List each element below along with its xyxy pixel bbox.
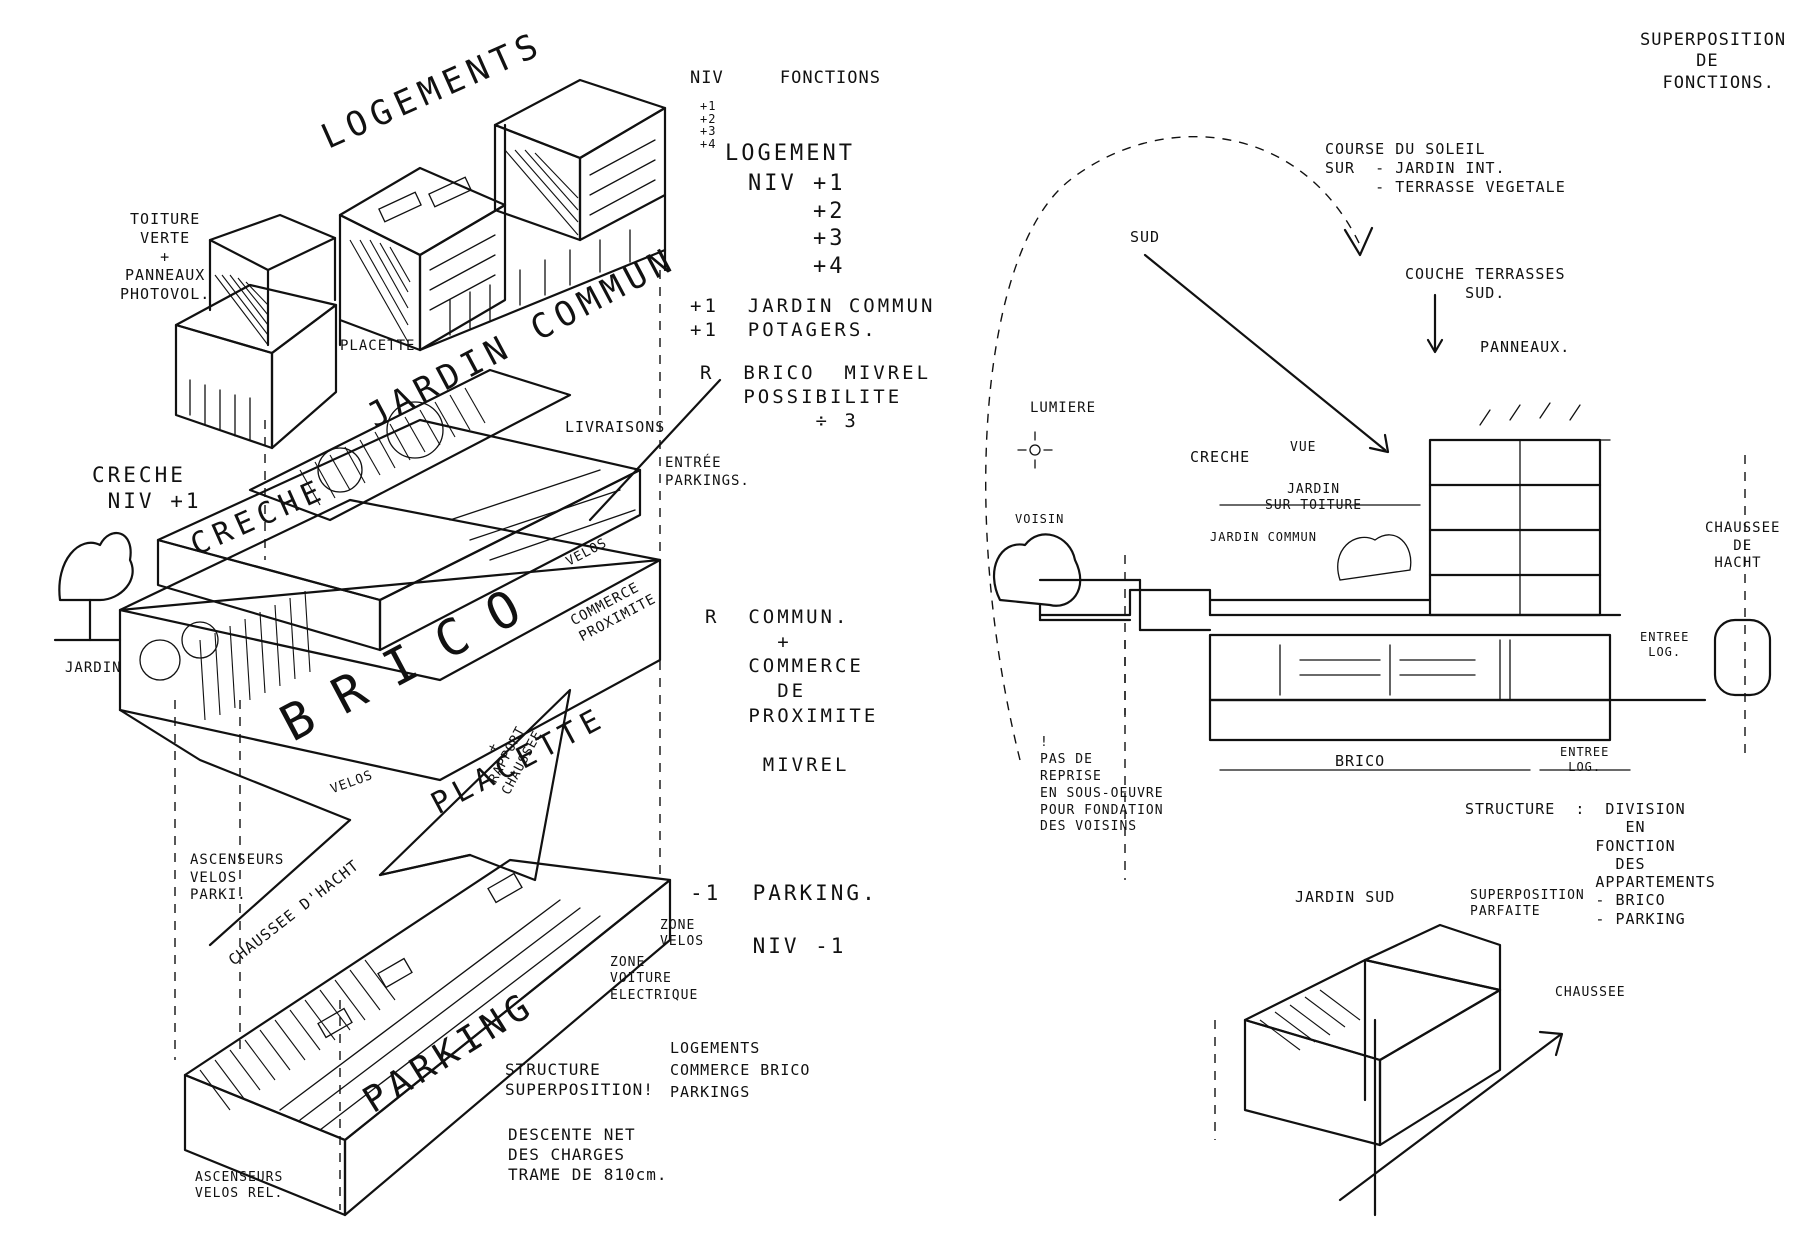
- entree-log-dimension-label: ENTREE LOG.: [1560, 745, 1610, 774]
- chaussee-hacht-line: [208, 818, 352, 947]
- jardin-left-label: JARDIN: [65, 660, 122, 676]
- toiture-verte-label: TOITURE VERTE + PANNEAUX PHOTOVOL.: [120, 210, 211, 303]
- structure-superposition-label: STRUCTURE SUPERPOSITION!: [505, 1060, 654, 1099]
- brico-mivrel-note: R BRICO MIVREL POSSIBILITE ÷ 3: [700, 362, 932, 432]
- jardin-sud-label: JARDIN SUD: [1295, 888, 1396, 906]
- panneaux-label: PANNEAUX.: [1480, 338, 1571, 356]
- sud-label: SUD: [1130, 228, 1161, 246]
- ascenseurs-mivrel-label: ASCENSEURS VELOS REL.: [195, 1170, 284, 1202]
- sun-icon: [1017, 431, 1053, 469]
- structure-list-label: LOGEMENTS COMMERCE BRICO PARKINGS: [670, 1039, 811, 1101]
- jardin-sur-toiture-label: JARDIN SUR TOITURE: [1265, 482, 1363, 514]
- commun-commerce-note: R COMMUN. + COMMERCE DE PROXIMITE MIVREL: [705, 606, 879, 777]
- chaussee-label: CHAUSSEE: [1555, 985, 1626, 1000]
- right-section-diagram: [985, 135, 1772, 1217]
- building-section: [992, 402, 1772, 742]
- entree-parking-road: [588, 378, 722, 522]
- superposition-title: SUPERPOSITION DE FONCTIONS.: [1640, 30, 1787, 93]
- levels-plus-list: +1 +2 +3 +4: [700, 99, 717, 151]
- pas-de-reprise-label: ! PAS DE REPRISE EN SOUS-OEUVRE POUR FON…: [1040, 735, 1164, 835]
- course-soleil-label: COURSE DU SOLEIL SUR - JARDIN INT. - TER…: [1325, 140, 1566, 196]
- brico-ground-level: [118, 558, 662, 822]
- entree-parkings-label: ENTRÉE PARKINGS.: [665, 455, 750, 489]
- parking-level: [183, 858, 672, 1217]
- logement-levels: NIV +1 +2 +3 +4: [748, 171, 846, 279]
- structure-division-label: STRUCTURE : DIVISION EN FONCTION DES APP…: [1465, 800, 1716, 928]
- superposition-parfaite-label: SUPERPOSITION PARFAITE: [1470, 888, 1585, 920]
- descente-charges-label: DESCENTE NET DES CHARGES TRAME DE 810cm.: [508, 1125, 668, 1184]
- jardin-trees-left: [53, 532, 134, 642]
- jardin-commun-section-label: JARDIN COMMUN: [1210, 530, 1317, 544]
- entree-log-label: ENTREE LOG.: [1640, 630, 1690, 659]
- parking-note: -1 PARKING. NIV -1: [690, 881, 878, 958]
- sun-path-arc: [985, 135, 1361, 761]
- zone-velos-label: ZONE VELOS: [660, 918, 705, 950]
- niv-fonctions-header: NIV FONCTIONS: [690, 68, 881, 88]
- logements-block: [338, 78, 667, 352]
- creche-niv-label: CRECHE NIV +1: [92, 463, 202, 514]
- logement-header: LOGEMENT: [725, 141, 855, 166]
- lumiere-label: LUMIERE: [1030, 400, 1097, 416]
- toiture-verte-block: [174, 213, 338, 450]
- zone-voiture-electrique-label: ZONE VOITURE ELECTRIQUE: [610, 955, 699, 1003]
- sun-ray-arrow: [1143, 253, 1387, 452]
- jardin-commun-slab: [248, 368, 572, 522]
- couche-terrasses-label: COUCHE TERRASSES SUD.: [1405, 265, 1566, 302]
- ascenseurs-parki-label: ASCENSEURS VELOS PARKI.: [190, 852, 285, 903]
- vertical-guides-left: [174, 270, 661, 1210]
- brico-label: BRICO: [1335, 752, 1386, 770]
- placette-arrow: [378, 688, 572, 882]
- jardin-commun-note: +1 JARDIN COMMUN +1 POTAGERS.: [690, 295, 936, 341]
- voisin-label: VOISIN: [1015, 512, 1065, 526]
- placette-small-label: PLACETTE: [340, 338, 416, 354]
- vue-label: VUE: [1290, 440, 1317, 455]
- creche-label: CRECHE: [1190, 448, 1251, 466]
- superposition-mini-isometric: [1214, 923, 1564, 1217]
- left-isometric-exploded-diagram: [53, 78, 722, 1217]
- livraisons-label: LIVRAISONS: [565, 418, 666, 436]
- chaussee-de-hacht-label: CHAUSSEE DE HACHT: [1705, 520, 1781, 571]
